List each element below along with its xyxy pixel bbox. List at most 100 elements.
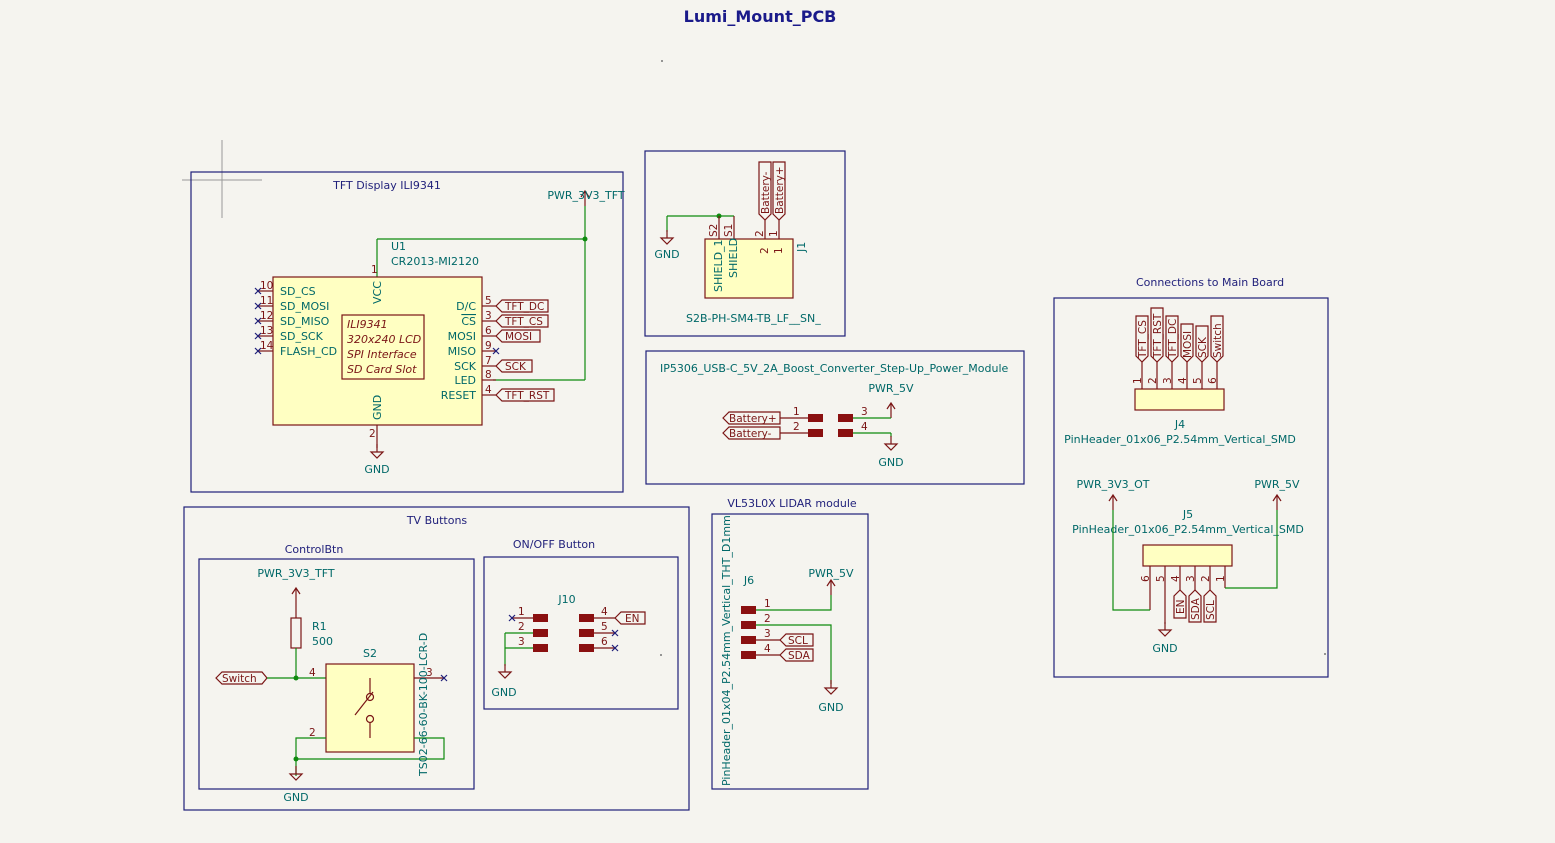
net-label-tft-rst[interactable] [495,388,555,402]
j5-body[interactable] [1142,544,1233,567]
net-label-switch-j4[interactable] [1210,315,1224,363]
j4-value: PinHeader_01x06_P2.54mm_Vertical_SMD [1064,433,1296,446]
u1-pin-num: 9 [485,340,492,352]
net-label-text: Battery+ [774,166,786,214]
control-btn-frame [198,558,475,790]
lidar-block[interactable]: VL53L0X LIDAR module PinHeader_01x04_P2.… [711,497,869,790]
net-label-text: Switch [1212,323,1224,358]
onoff-frame [483,556,679,710]
u1-pin-num: 8 [485,369,492,381]
j1-pin-s2: S2 [708,224,720,237]
boost-pin-3: 3 [861,406,868,418]
u1-pin-name: MISO [448,345,477,358]
j1-shield-1: SHIELD_1 [712,239,725,292]
j6-value: PinHeader_01x04_P2.54mm_Vertical_THT_D1m… [720,515,733,786]
j4-net-labels[interactable]: TFT_CS TFT_RST TFT_DC MOSI SCK Switch [1135,307,1224,363]
net-label-en-j5[interactable] [1173,589,1187,619]
j10-pin-1: 1 [518,606,525,618]
j1-body[interactable] [704,238,794,299]
u1-inner-line-1: ILI9341 [347,318,388,331]
j5-pin-num: 2 [1200,575,1212,582]
boost-pin-1: 1 [793,406,800,418]
j4-body[interactable] [1134,388,1225,411]
tft-power-net: PWR_3V3_TFT [547,189,625,202]
tft-frame-label: TFT Display ILI9341 [332,179,441,192]
net-label-tft-dc[interactable] [495,299,549,313]
j1-value: S2B-PH-SM4-TB_LF__SN_ [686,312,821,325]
onoff-gnd-label: GND [491,686,516,699]
j1-body-pin-1: 1 [773,247,785,254]
net-label-battery-minus[interactable] [758,161,772,221]
j5-pin-num: 1 [1215,575,1227,582]
lidar-power-net: PWR_5V [808,567,854,580]
j10-pad-6 [579,644,594,652]
u1-body[interactable] [272,276,483,426]
s2-body[interactable] [325,663,415,753]
net-label-tft-cs-j4[interactable] [1135,315,1149,363]
u1-ref: U1 [391,240,406,253]
j1-shield: SHIELD [727,238,740,278]
battery-connector-block[interactable]: GND S2 S1 2 1 SHIELD_1 SHIELD 2 1 Batter… [644,150,846,337]
s2-pin-3: 3 [426,667,433,679]
net-label-sda-j5[interactable] [1188,589,1202,623]
net-label-battery-plus[interactable] [772,161,786,221]
j5-power-right: PWR_5V [1254,478,1300,491]
j4-pin-num: 5 [1192,377,1204,384]
onoff-label: ON/OFF Button [513,538,595,551]
lidar-gnd-label: GND [818,701,843,714]
grid-dot [1324,653,1326,655]
j4-ref: J4 [1174,418,1185,431]
u1-inner-box [341,314,425,380]
lidar-frame [711,513,869,790]
u1-pin-name: SD_CS [280,285,316,298]
net-label-tft-cs[interactable] [495,314,549,328]
battery-frame [644,150,846,337]
net-label-text: TFT_RST [1152,313,1164,359]
net-label-mosi[interactable] [495,329,541,343]
u1-pin-num: 11 [260,295,273,307]
j10-pad-3 [533,644,548,652]
net-label-text: TFT_CS [504,316,543,328]
s2-ref: S2 [363,647,377,660]
j1-pin-2: 2 [754,230,766,237]
boost-pin-2: 2 [793,421,800,433]
tft-display-block[interactable]: TFT Display ILI9341 PWR_3V3_TFT U1 CR201… [190,171,625,493]
boost-frame-label: IP5306_USB-C_5V_2A_Boost_Converter_Step-… [660,362,1009,375]
control-power-net: PWR_3V3_TFT [257,567,335,580]
sheet-title: Lumi_Mount_PCB [684,7,837,26]
net-label-sck-j4[interactable] [1195,325,1209,363]
main-board-block[interactable]: Connections to Main Board 1 2 3 4 5 6 TF… [1053,276,1329,678]
net-label-sda[interactable] [779,648,814,662]
j6-pad-3 [741,636,756,644]
j6-pin-2: 2 [764,613,771,625]
u1-vcc-label: VCC [371,281,384,304]
u1-inner-line-3: SPI Interface [347,348,417,361]
j1-pin-1: 1 [768,230,780,237]
u1-pin-num: 12 [260,310,273,322]
net-label-scl-j5[interactable] [1203,589,1217,623]
crosshair-cursor [182,140,262,218]
net-label-text: MOSI [505,331,532,343]
j1-ref: J1 [795,242,808,253]
net-label-en[interactable] [614,611,646,625]
j10-pin-2: 2 [518,621,525,633]
u1-left-pins: 10 SD_CS 11 SD_MOSI 12 SD_MISO 13 SD_SCK… [254,280,337,358]
net-label-mosi-j4[interactable] [1180,323,1194,363]
r1-resistor[interactable] [290,617,302,649]
j10-pad-1 [533,614,548,622]
boost-power-net: PWR_5V [868,382,914,395]
boost-pad-4 [838,429,853,437]
net-label-scl[interactable] [779,633,814,647]
net-label-tft-dc-j4[interactable] [1165,315,1179,363]
net-label-sck[interactable] [495,359,533,373]
u1-pin-num: 6 [485,325,492,337]
net-label-tft-rst-j4[interactable] [1150,307,1164,363]
boost-pad-2 [808,429,823,437]
u1-inner-line-2: 320x240 LCD [347,333,421,346]
boost-converter-block[interactable]: IP5306_USB-C_5V_2A_Boost_Converter_Step-… [645,350,1025,485]
tv-buttons-block[interactable]: TV Buttons ControlBtn PWR_3V3_TFT R1 500… [183,506,690,811]
j10-pad-2 [533,629,548,637]
r1-ref: R1 [312,620,327,633]
net-label-text: Battery- [729,428,772,440]
